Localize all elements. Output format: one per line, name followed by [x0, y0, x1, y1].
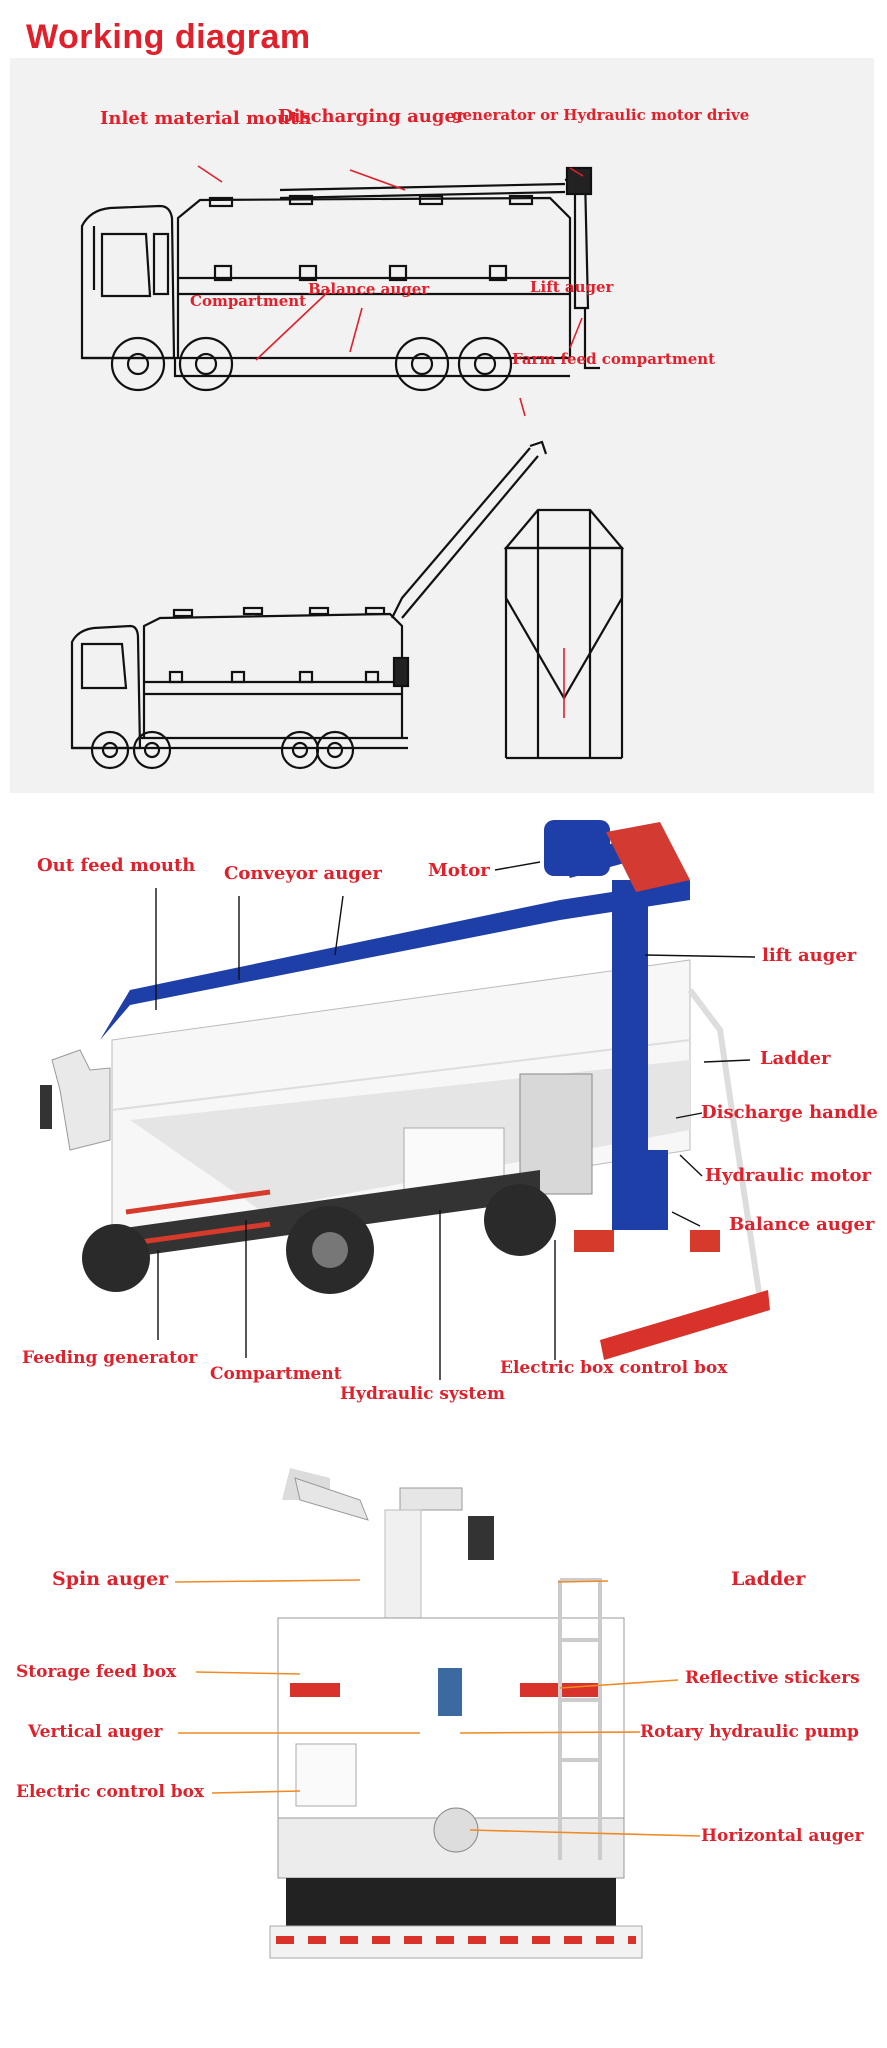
label-discharge-handle: Discharge handle	[701, 1102, 878, 1123]
label-compartment-photo: Compartment	[210, 1364, 342, 1384]
label-electric-box-control-box: Electric box control box	[500, 1358, 728, 1378]
bottom-truck-drawing	[70, 440, 548, 770]
label-reflective-stickers: Reflective stickers	[685, 1668, 860, 1688]
top-truck-drawing	[80, 166, 600, 392]
label-rotary-hydraulic-pump: Rotary hydraulic pump	[640, 1722, 859, 1742]
label-farm-feed-compartment: Farm feed compartment	[512, 350, 716, 368]
label-storage-feed-box: Storage feed box	[16, 1662, 177, 1682]
label-spin-auger: Spin auger	[52, 1568, 169, 1590]
photo1-leader-lines	[155, 861, 756, 1380]
label-horizontal-auger: Horizontal auger	[701, 1826, 864, 1846]
photo2-leader-lines	[174, 1579, 701, 1837]
label-motor: Motor	[428, 860, 490, 881]
label-inlet-material-mouth: Inlet material mouth	[100, 108, 312, 129]
working-diagram-panel: Inlet material mouth Discharging auger g…	[10, 58, 874, 793]
label-lift-auger-photo: lift auger	[762, 945, 857, 966]
label-conveyor-auger: Conveyor auger	[224, 863, 382, 884]
label-lift-auger: Lift auger	[530, 278, 614, 296]
label-discharging-auger: Discharging auger	[278, 106, 466, 127]
label-electric-control-box: Electric control box	[16, 1782, 205, 1802]
label-ladder-rear: Ladder	[731, 1568, 806, 1590]
label-feeding-generator: Feeding generator	[22, 1348, 198, 1368]
label-hydraulic-system: Hydraulic system	[340, 1384, 506, 1404]
diagram-leader-lines	[197, 165, 584, 718]
page-title: Working diagram	[26, 18, 311, 56]
truck-line-drawings	[70, 165, 625, 770]
label-generator-hydraulic-motor: generator or Hydraulic motor drive	[452, 106, 750, 124]
feed-silo-drawing	[503, 508, 625, 760]
side-truck-photo	[40, 820, 770, 1360]
label-balance-auger-photo: Balance auger	[729, 1214, 875, 1235]
label-balance-auger: Balance auger	[308, 280, 430, 298]
label-hydraulic-motor: Hydraulic motor	[705, 1165, 872, 1186]
label-compartment: Compartment	[190, 292, 307, 310]
label-vertical-auger: Vertical auger	[28, 1722, 163, 1742]
rear-truck-photo	[269, 1468, 643, 1959]
label-out-feed-mouth: Out feed mouth	[37, 855, 196, 876]
label-ladder-side: Ladder	[760, 1048, 831, 1069]
